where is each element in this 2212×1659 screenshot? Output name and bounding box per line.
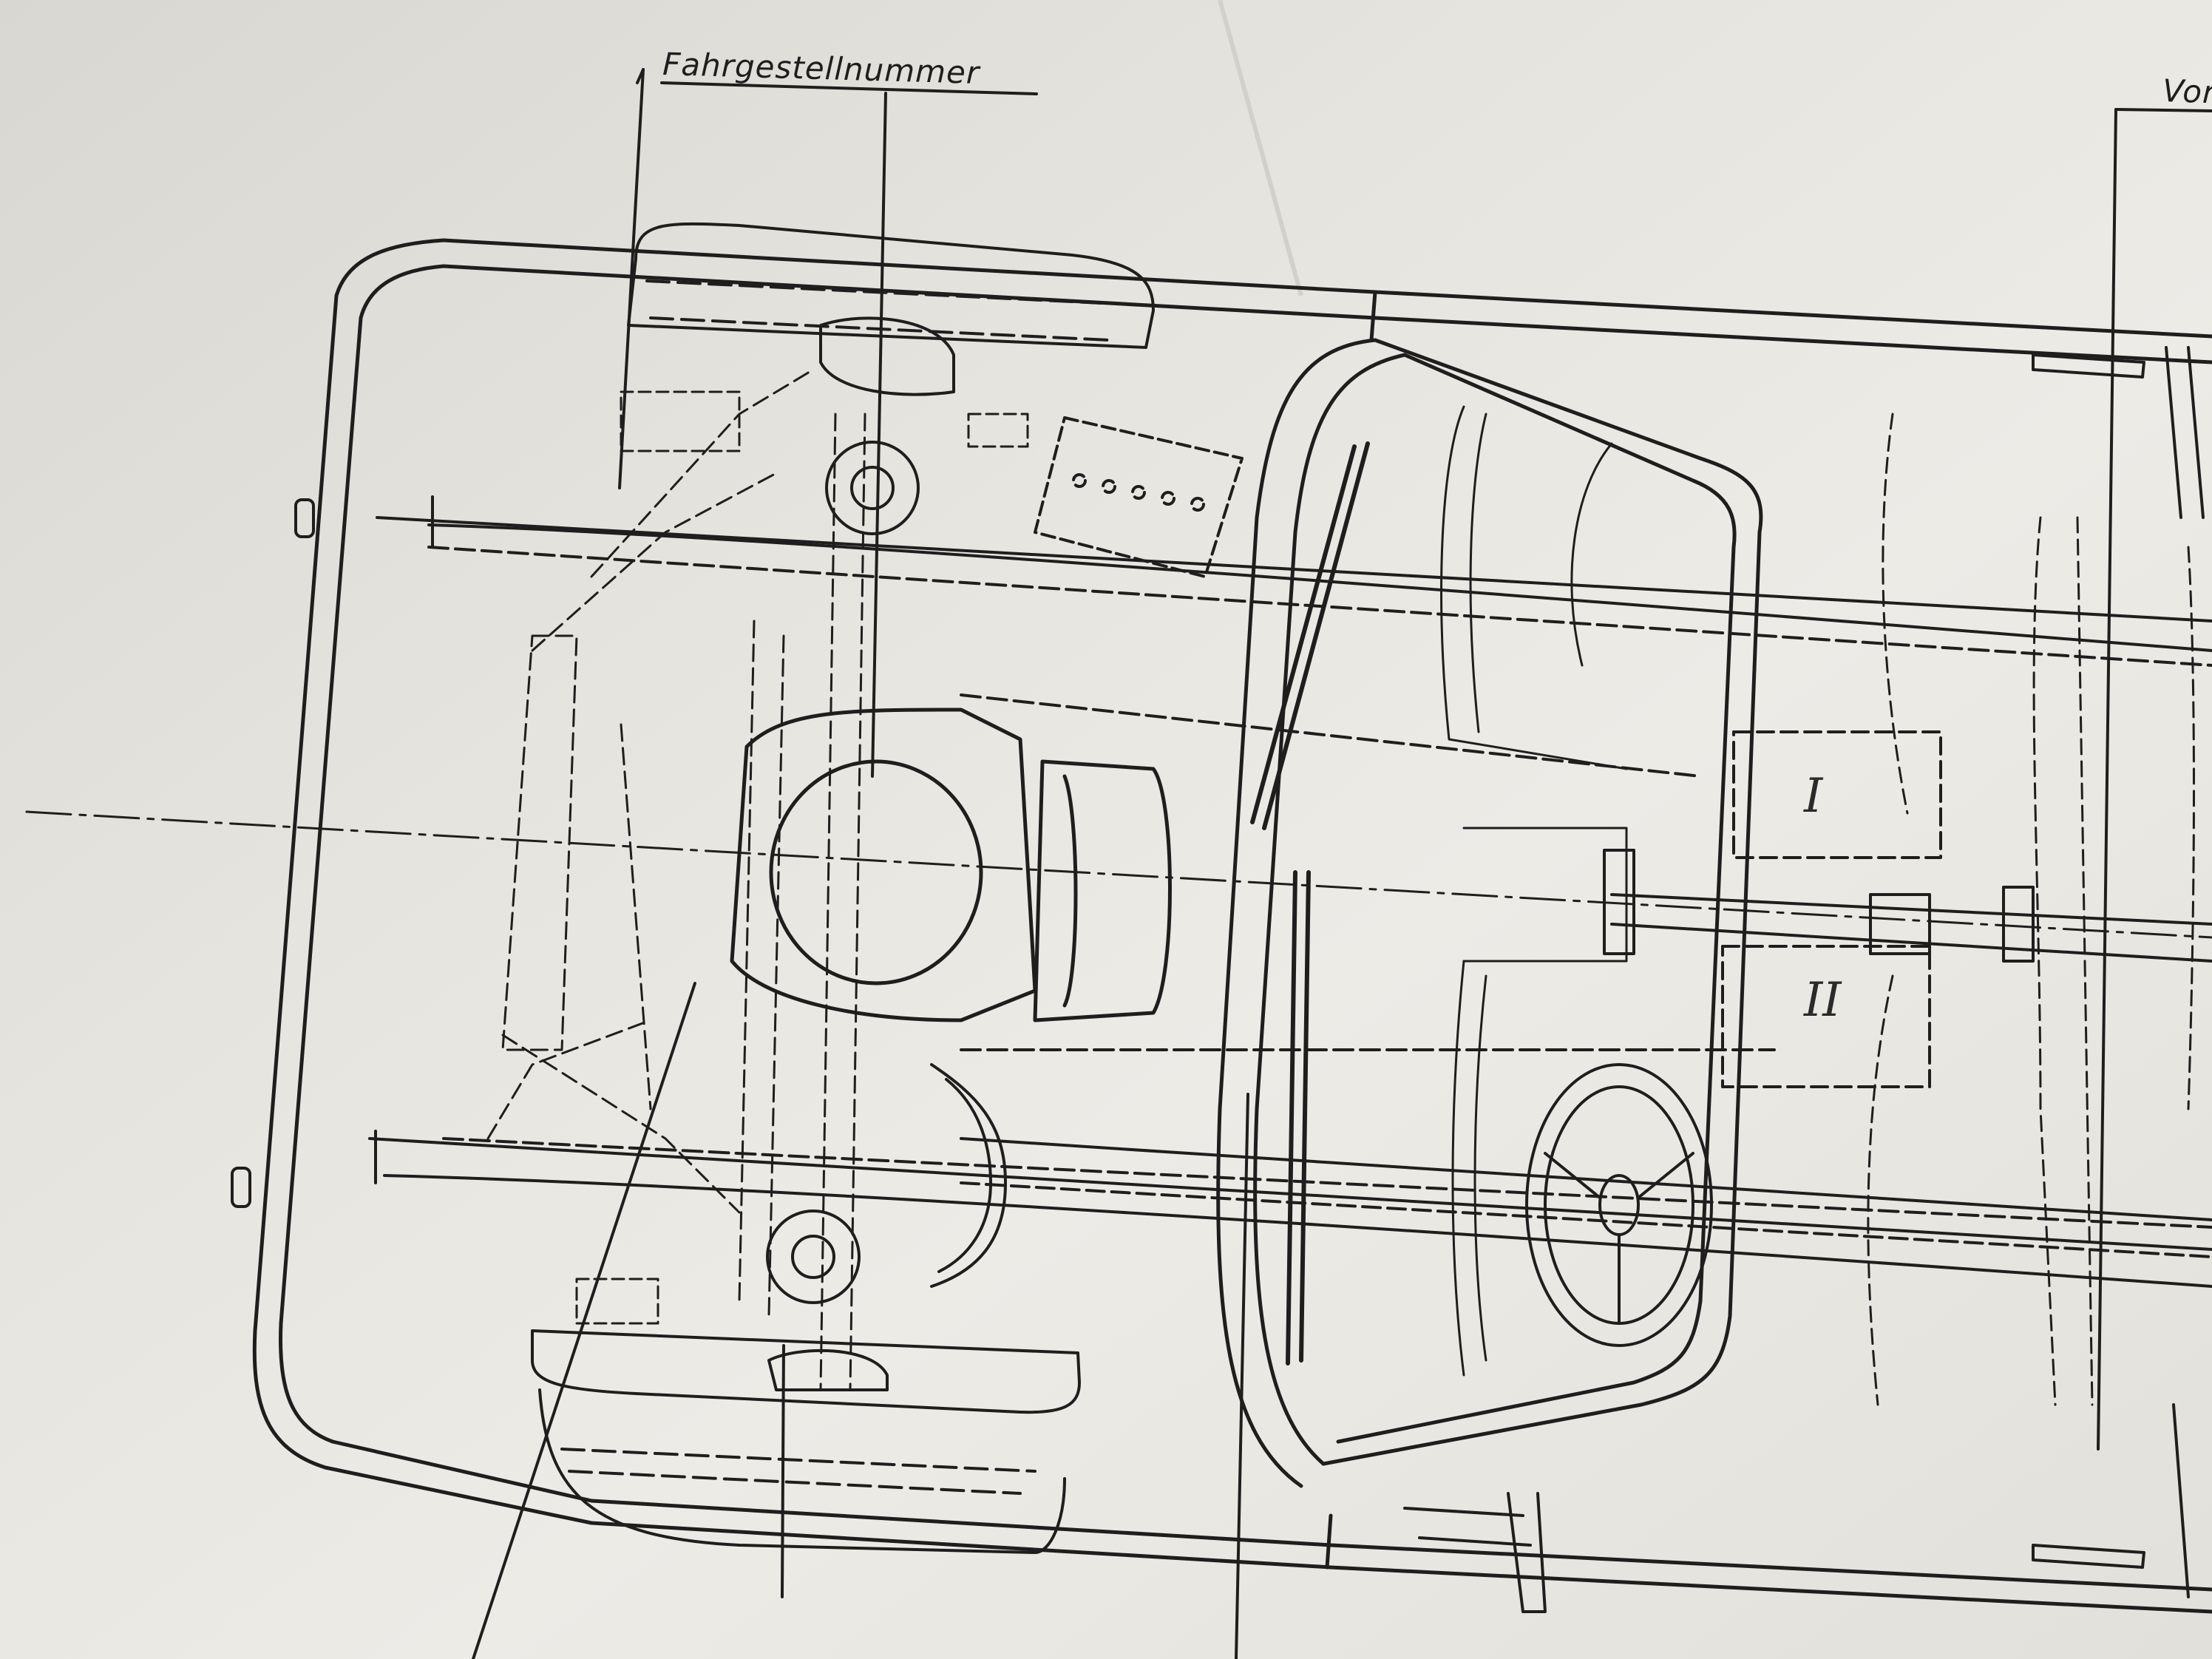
engine-block	[730, 708, 1172, 1022]
driveshaft	[930, 693, 2212, 1288]
hub-assemblies	[766, 316, 955, 1391]
front-wheel-bottom	[531, 1329, 1081, 1554]
gear-position-one-label: I	[1804, 769, 1823, 824]
battery-box	[1034, 416, 1244, 578]
windscreen-frame	[1216, 338, 1763, 1488]
paper-crease	[1218, 0, 1303, 296]
steering-wheel	[1525, 1063, 1713, 1347]
bumper-mount-bolts	[231, 498, 315, 1208]
car-body-outline	[252, 238, 2212, 1614]
b-pillar	[2165, 346, 2205, 1598]
door-handle	[1403, 353, 2145, 1613]
dashboard-contour	[1440, 405, 1628, 1377]
rear-seat-contour	[1867, 413, 2195, 1406]
centerline	[25, 810, 2212, 939]
transmission-rod	[1603, 849, 2212, 963]
small-dashed-boxes	[575, 390, 1029, 1325]
chassis-rails	[368, 495, 2212, 1288]
lower-leader-lines	[472, 982, 1249, 1659]
gear-position-boxes	[1721, 730, 1942, 1088]
right-edge-label: Vor	[2162, 72, 2212, 111]
front-wheel-top	[627, 222, 1155, 349]
front-crossmember	[486, 368, 866, 1391]
wiper-blades	[1250, 441, 1370, 1365]
gear-position-two-label: II	[1804, 973, 1842, 1028]
